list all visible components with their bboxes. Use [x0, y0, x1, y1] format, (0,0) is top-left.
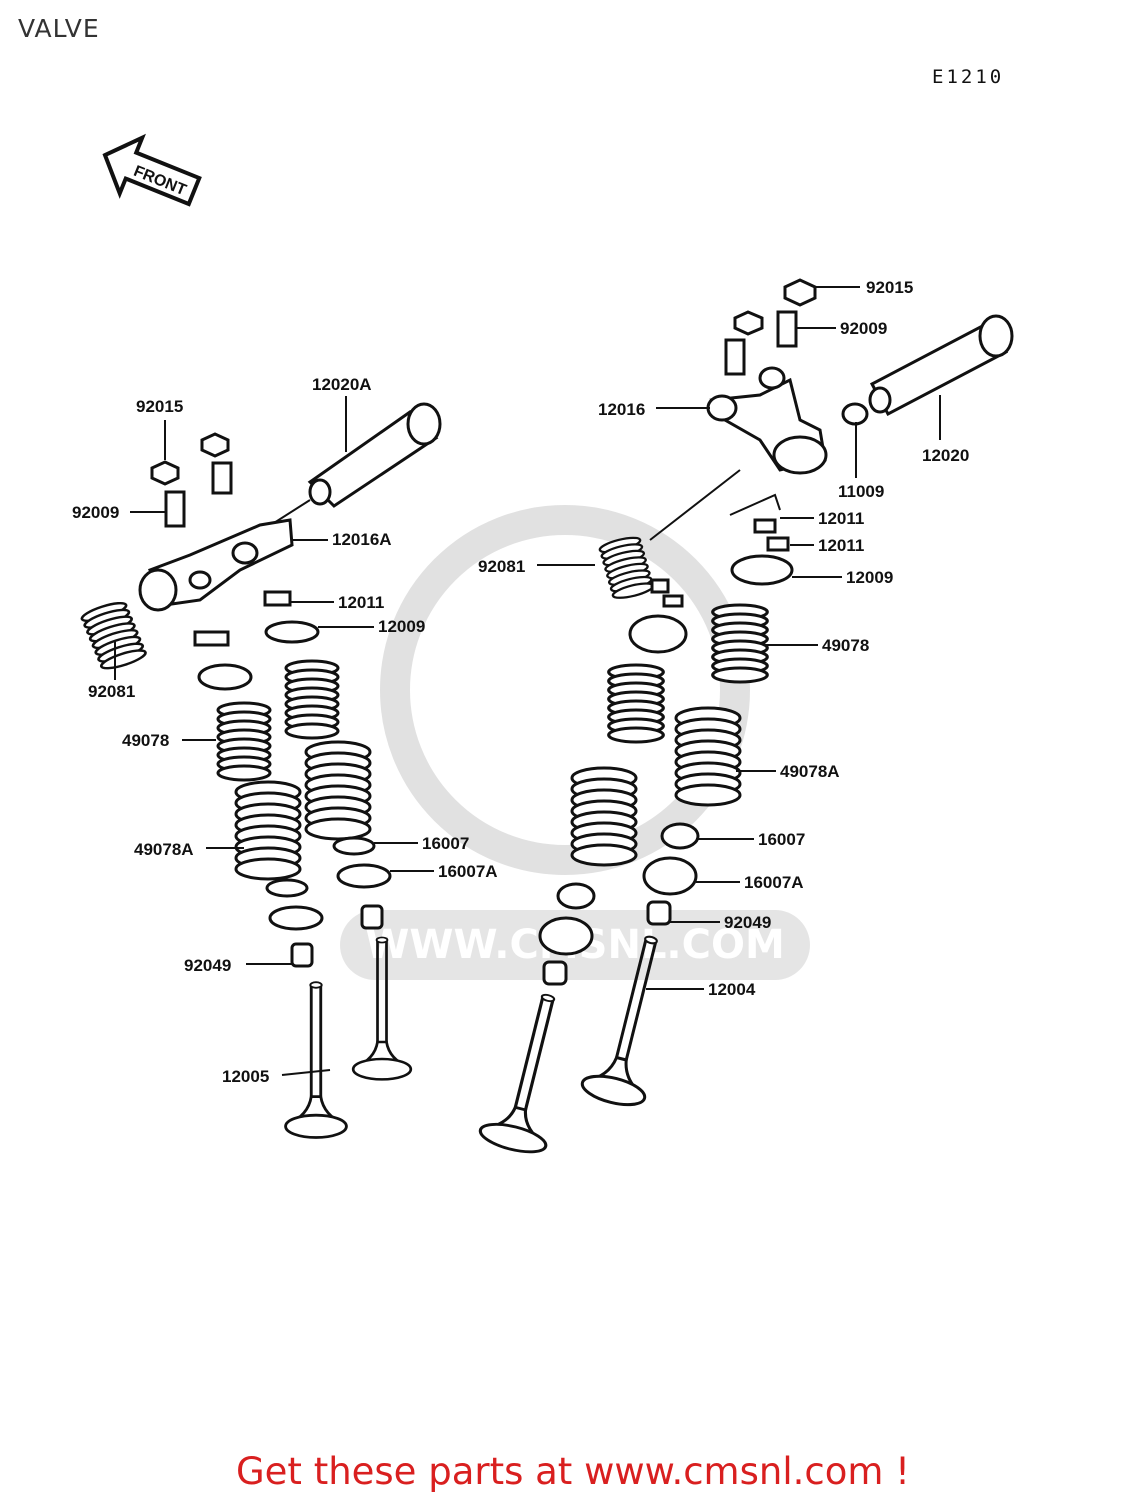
left-rocker-arm [138, 518, 294, 612]
valve-exploded-diagram: WWW.CMSNL.COM FRONT [72, 133, 1014, 1159]
callout-label: 92081 [88, 682, 135, 701]
front-arrow-icon: FRONT [102, 133, 202, 207]
shop-banner[interactable]: Get these parts at www.cmsnl.com ! [235, 1450, 910, 1493]
callout-label: 12016A [332, 530, 392, 549]
callout-label: 12020 [922, 446, 969, 465]
left-adjusters [78, 432, 233, 674]
callout-label: 92009 [72, 503, 119, 522]
left-collets [193, 590, 320, 691]
callout-label: 12005 [222, 1067, 269, 1086]
callout-label: 12009 [378, 617, 425, 636]
callout-label: 92015 [866, 278, 913, 297]
callout-label: 49078A [134, 840, 194, 859]
callout-label: 16007A [438, 862, 498, 881]
callout-label: 92015 [136, 397, 183, 416]
left-seats-seals [265, 836, 392, 968]
callout-label: 16007 [422, 834, 469, 853]
right-adjusters [597, 278, 817, 602]
callout-label: 49078 [822, 636, 869, 655]
callout-label: 49078A [780, 762, 840, 781]
left-rocker-shaft [199, 402, 442, 571]
right-seats-seals [538, 822, 700, 986]
callout-label: 12009 [846, 568, 893, 587]
diagram-code: E1210 [932, 66, 1005, 88]
callout-label: 92009 [840, 319, 887, 338]
page-title: VALVE [18, 14, 100, 43]
right-rocker-arm [706, 366, 828, 475]
callout-label: 16007A [744, 873, 804, 892]
callout-label: 11009 [838, 482, 884, 501]
callout-label: 12004 [708, 980, 756, 999]
callout-label: 92049 [724, 913, 771, 932]
callout-label: 12020A [312, 375, 372, 394]
right-collets [628, 518, 794, 654]
callout-label: 92081 [478, 557, 525, 576]
callout-label: 92049 [184, 956, 231, 975]
callouts [114, 286, 941, 1076]
callout-label: 12011 [338, 593, 384, 612]
callout-label: 16007 [758, 830, 805, 849]
callout-label: 12016 [598, 400, 645, 419]
callout-label: 12011 [818, 536, 864, 555]
callout-label: 12011 [818, 509, 864, 528]
callout-labels: 92015 12020A 92009 12016A 92081 12011 12… [72, 278, 969, 1086]
callout-label: 49078 [122, 731, 169, 750]
